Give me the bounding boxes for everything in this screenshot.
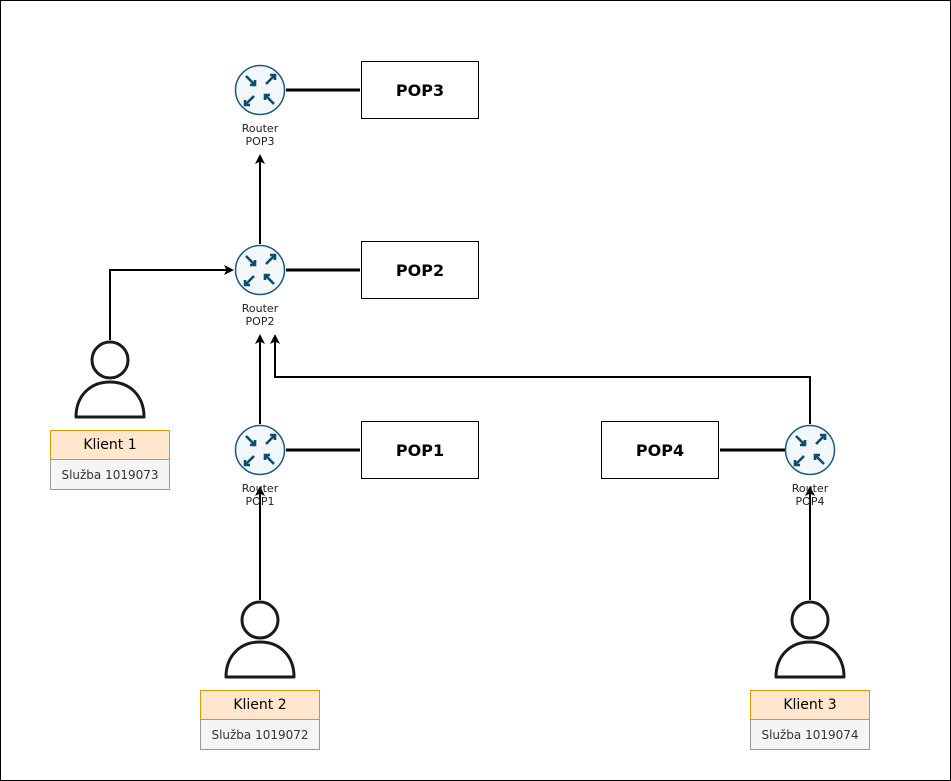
pop1-box[interactable]: POP1: [361, 421, 479, 479]
pop1-label: POP1: [395, 440, 445, 460]
router-pop3-label: Router POP3: [241, 122, 279, 148]
router-icon[interactable]: [234, 424, 286, 476]
pop3-box[interactable]: POP3: [361, 61, 479, 119]
arrow-router4-router2: [270, 334, 811, 424]
klient2-name[interactable]: Klient 2: [200, 690, 320, 720]
arrow-klient1-router2: [109, 265, 234, 340]
klient3-service: Služba 1019074: [750, 720, 870, 750]
klient2-service: Služba 1019072: [200, 720, 320, 750]
router-icon[interactable]: [234, 64, 286, 116]
klient3-name[interactable]: Klient 3: [750, 690, 870, 720]
pop2-label: POP2: [395, 260, 445, 280]
user-icon[interactable]: [774, 600, 846, 680]
router-icon[interactable]: [784, 424, 836, 476]
klient1-service: Služba 1019073: [50, 460, 170, 490]
klient1-name[interactable]: Klient 1: [50, 430, 170, 460]
pop3-label: POP3: [395, 80, 445, 100]
user-icon[interactable]: [74, 340, 146, 420]
pop4-label: POP4: [635, 440, 685, 460]
pop4-box[interactable]: POP4: [601, 421, 719, 479]
router-pop2-label: Router POP2: [241, 302, 279, 328]
router-icon[interactable]: [234, 244, 286, 296]
router-pop1-label: Router POP1: [241, 482, 279, 508]
router-pop4-label: Router POP4: [791, 482, 829, 508]
pop2-box[interactable]: POP2: [361, 241, 479, 299]
user-icon[interactable]: [224, 600, 296, 680]
